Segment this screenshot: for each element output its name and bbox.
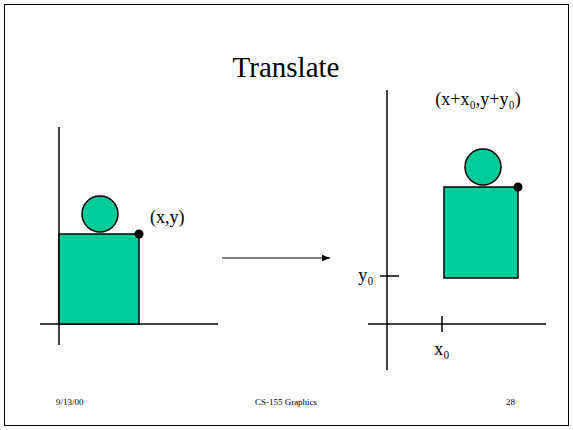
corner-dot xyxy=(514,183,523,192)
slide-number: 28 xyxy=(506,398,515,408)
corner-dot xyxy=(135,230,144,239)
footer-date: 9/13/00 xyxy=(56,398,84,408)
slide-border xyxy=(5,5,569,426)
slide-title: Translate xyxy=(233,52,340,84)
x-axis xyxy=(368,323,546,325)
transform-arrow xyxy=(222,257,330,258)
axis-label: x₀ xyxy=(434,340,449,360)
point-label: (x+x₀,y+y₀) xyxy=(435,90,520,110)
square-shape xyxy=(59,234,139,324)
point-label: (x,y) xyxy=(150,208,185,228)
axis-label: y₀ xyxy=(358,266,373,286)
footer-course: CS-155 Graphics xyxy=(255,398,317,408)
circle-shape xyxy=(82,196,118,232)
circle-shape xyxy=(465,149,501,185)
axis-tick xyxy=(380,275,399,277)
square-shape xyxy=(444,187,518,278)
axis-tick xyxy=(441,316,443,332)
y-axis xyxy=(386,90,388,370)
